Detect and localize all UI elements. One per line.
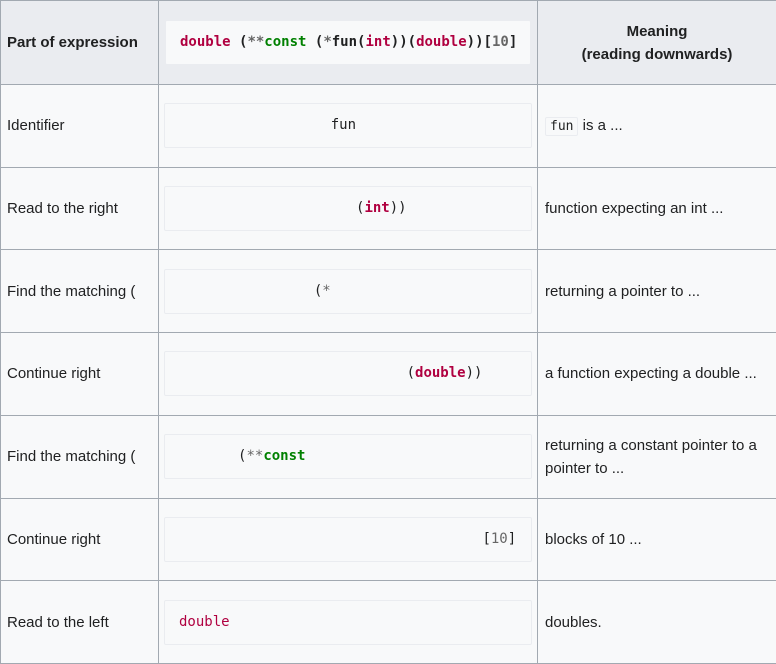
code-segment: ( [306,34,324,50]
code-segment: 10 [491,34,509,50]
row-code-block: (int)) [164,186,532,232]
header-meaning-line2: (reading downwards) [581,45,733,63]
row-code-block: double [164,599,532,645]
code-segment: 10 [490,530,508,547]
header-code-block: double (**const (*fun(int))(double))[10] [165,20,531,65]
code-segment: ] [508,34,518,50]
table-row: Find the matching ( (**const returning a… [0,414,776,499]
code-segment: ( [406,365,416,382]
header-meaning-line1: Meaning [626,22,688,40]
code-segment: [ [482,530,491,547]
row-meaning: function expecting an int ... [537,166,776,251]
code-segment: int [364,200,390,217]
code-segment: )) [465,365,483,382]
table-row: Read to the left double doubles. [0,580,776,664]
row-label: Continue right [0,497,159,582]
row-label: Read to the left [0,580,159,664]
code-segment: double [416,34,467,50]
code-segment: ))[ [466,34,492,50]
table-row: Read to the right (int)) function expect… [0,166,776,251]
row-code-block: (**const [164,434,532,480]
code-segment: const [264,34,307,50]
row-code-block: (* [164,268,532,314]
header-meaning-cell: Meaning (reading downwards) [537,0,776,85]
header-row: Part of expression double (**const (*fun… [0,0,776,85]
table-row: Find the matching ( (* returning a point… [0,249,776,334]
row-label: Identifier [0,84,159,168]
code-segment: double [180,34,231,50]
code-segment: * [323,34,332,50]
row-code-cell: (int)) [158,166,538,251]
row-label: Continue right [0,332,159,416]
code-segment: ( [230,34,248,50]
code-segment: double [415,365,466,382]
code-segment: fun [331,34,358,50]
code-segment: * [322,282,331,299]
row-meaning: blocks of 10 ... [537,497,776,582]
code-segment: ))( [390,34,417,50]
header-part-of-expression: Part of expression [0,0,159,85]
row-meaning: returning a constant pointer to a pointe… [537,414,776,499]
code-segment: ( [313,282,323,299]
code-segment: ] [507,530,517,547]
code-segment: ** [247,34,265,50]
row-code-block: (double)) [164,351,532,397]
row-code-block: fun [164,103,532,149]
code-segment: )) [389,200,407,217]
code-segment: fun [330,117,357,134]
code-segment: int [365,34,391,50]
row-meaning: a function expecting a double ... [537,332,776,416]
row-code-cell: double [158,580,538,664]
row-code-cell: [10] [158,497,538,582]
code-segment: ** [246,448,264,465]
code-segment: const [263,448,306,465]
row-code-cell: (* [158,249,538,334]
row-label: Find the matching ( [0,414,159,499]
code-segment: double [179,613,230,630]
row-code-cell: (**const [158,414,538,499]
row-meaning: doubles. [537,580,776,664]
table-row: Continue right (double)) a function expe… [0,332,776,416]
row-code-block: [10] [164,516,532,562]
inline-code: fun [545,116,579,136]
table-row: Identifier fun fun is a ... [0,84,776,168]
code-segment: ( [357,34,366,50]
row-label: Read to the right [0,166,159,251]
row-meaning: fun is a ... [537,84,776,168]
row-code-cell: fun [158,84,538,168]
code-segment: ( [238,448,247,465]
row-code-cell: (double)) [158,332,538,416]
table-row: Continue right [10] blocks of 10 ... [0,497,776,582]
header-expression-cell: double (**const (*fun(int))(double))[10] [158,0,538,85]
code-segment: ( [356,200,365,217]
table-body: Identifier fun fun is a ... Read to the … [0,84,776,664]
row-meaning: returning a pointer to ... [537,249,776,334]
row-label: Find the matching ( [0,249,159,334]
